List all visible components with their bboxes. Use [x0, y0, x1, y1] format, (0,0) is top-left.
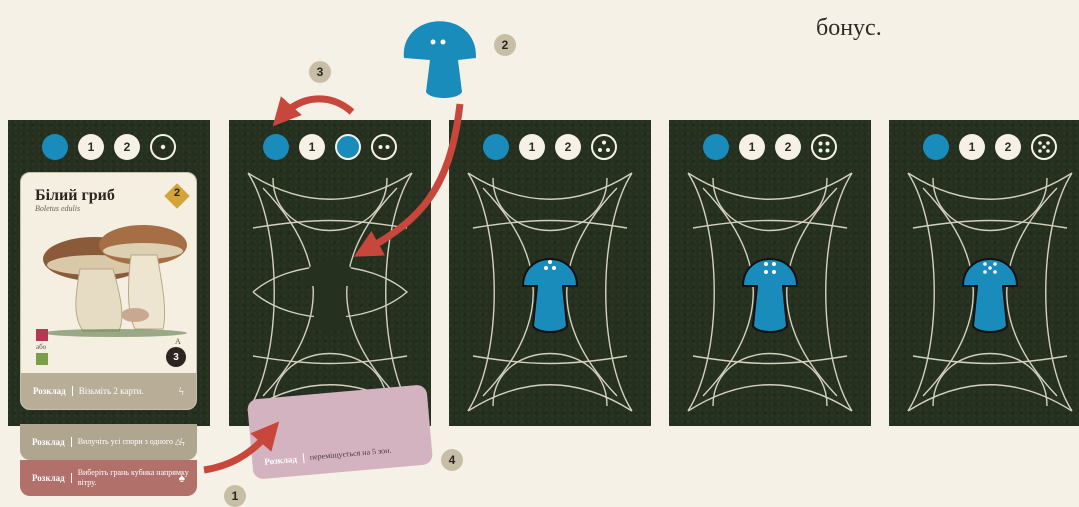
track: 1 2: [449, 134, 651, 160]
heart-icon: [36, 329, 48, 341]
celtic-knot: [683, 168, 857, 416]
card-title: Білий гриб: [35, 187, 115, 205]
number-slot: 1: [959, 134, 985, 160]
spore-count: 3: [166, 347, 186, 367]
band-text: Візьміть 2 карти.: [73, 386, 144, 396]
number-slot: 1: [519, 134, 545, 160]
card-latin-name: Boletus edulis: [35, 204, 80, 213]
step-badge-4: 4: [441, 449, 463, 471]
celtic-knot: [903, 168, 1077, 416]
track: 1 2: [669, 134, 871, 160]
board-3: 1 2: [449, 120, 651, 426]
band-label: Розклад: [20, 437, 72, 447]
step-badge-1: 1: [224, 485, 246, 507]
celtic-knot: [243, 168, 417, 416]
blue-slot: [42, 134, 68, 160]
celtic-knot: [463, 168, 637, 416]
type-letter: A: [175, 337, 181, 346]
band-label: Розклад: [252, 453, 304, 467]
mushroom-icon: [523, 259, 577, 332]
step-badge-3: 3: [309, 61, 331, 83]
bolt-icon: ϟ: [180, 435, 185, 450]
mushroom-icon: [404, 21, 476, 98]
band-text: Вилучіть усі спори з одного △: [72, 437, 181, 447]
arrow-3: [282, 99, 352, 116]
or-label: або: [36, 343, 46, 351]
tucked-card-grey: Розклад Вилучіть усі спори з одного △ ϟ: [20, 424, 197, 460]
board-5: 1 2: [889, 120, 1079, 426]
blue-slot-selected: [335, 134, 361, 160]
number-slot: 1: [299, 134, 325, 160]
band-label: Розклад: [20, 473, 72, 483]
dice-icon: [371, 134, 397, 160]
wind-icon: ♠: [179, 471, 185, 486]
track: 1 2: [8, 134, 210, 160]
mushroom-card[interactable]: Білий гриб Boletus edulis 2 або A 3 Розк…: [20, 172, 197, 410]
blue-slot: [923, 134, 949, 160]
step-badge-2: 2: [494, 34, 516, 56]
mushroom-illustration: [35, 217, 195, 337]
bolt-icon: ϟ: [179, 384, 184, 399]
tucked-card-red: Розклад Виберіть грань кубика напрямку в…: [20, 460, 197, 496]
pink-card[interactable]: Розклад переміщується на 5 зон.: [247, 384, 433, 479]
number-slot: 1: [739, 134, 765, 160]
mushroom-icon: [743, 259, 797, 332]
number-slot: 2: [114, 134, 140, 160]
band-text: переміщується на 5 зон.: [303, 446, 391, 464]
dice-icon: [811, 134, 837, 160]
number-slot: 2: [555, 134, 581, 160]
track: 1 2: [889, 134, 1079, 160]
blue-slot: [703, 134, 729, 160]
blue-slot: [483, 134, 509, 160]
instruction-line: бонус.: [816, 15, 882, 42]
dice-icon: [591, 134, 617, 160]
card-band: Розклад Візьміть 2 карти. ϟ: [21, 373, 196, 409]
leaf-icon: [36, 353, 48, 365]
track: 1: [229, 134, 431, 160]
band-label: Розклад: [21, 386, 73, 396]
number-slot: 2: [995, 134, 1021, 160]
blue-slot: [263, 134, 289, 160]
card-cost: 2: [172, 187, 182, 199]
number-slot: 1: [78, 134, 104, 160]
number-slot: 2: [775, 134, 801, 160]
board-2: 1: [229, 120, 431, 426]
mushroom-icon: [963, 259, 1017, 332]
board-4: 1 2: [669, 120, 871, 426]
dice-icon: [1031, 134, 1057, 160]
dice-icon: [150, 134, 176, 160]
